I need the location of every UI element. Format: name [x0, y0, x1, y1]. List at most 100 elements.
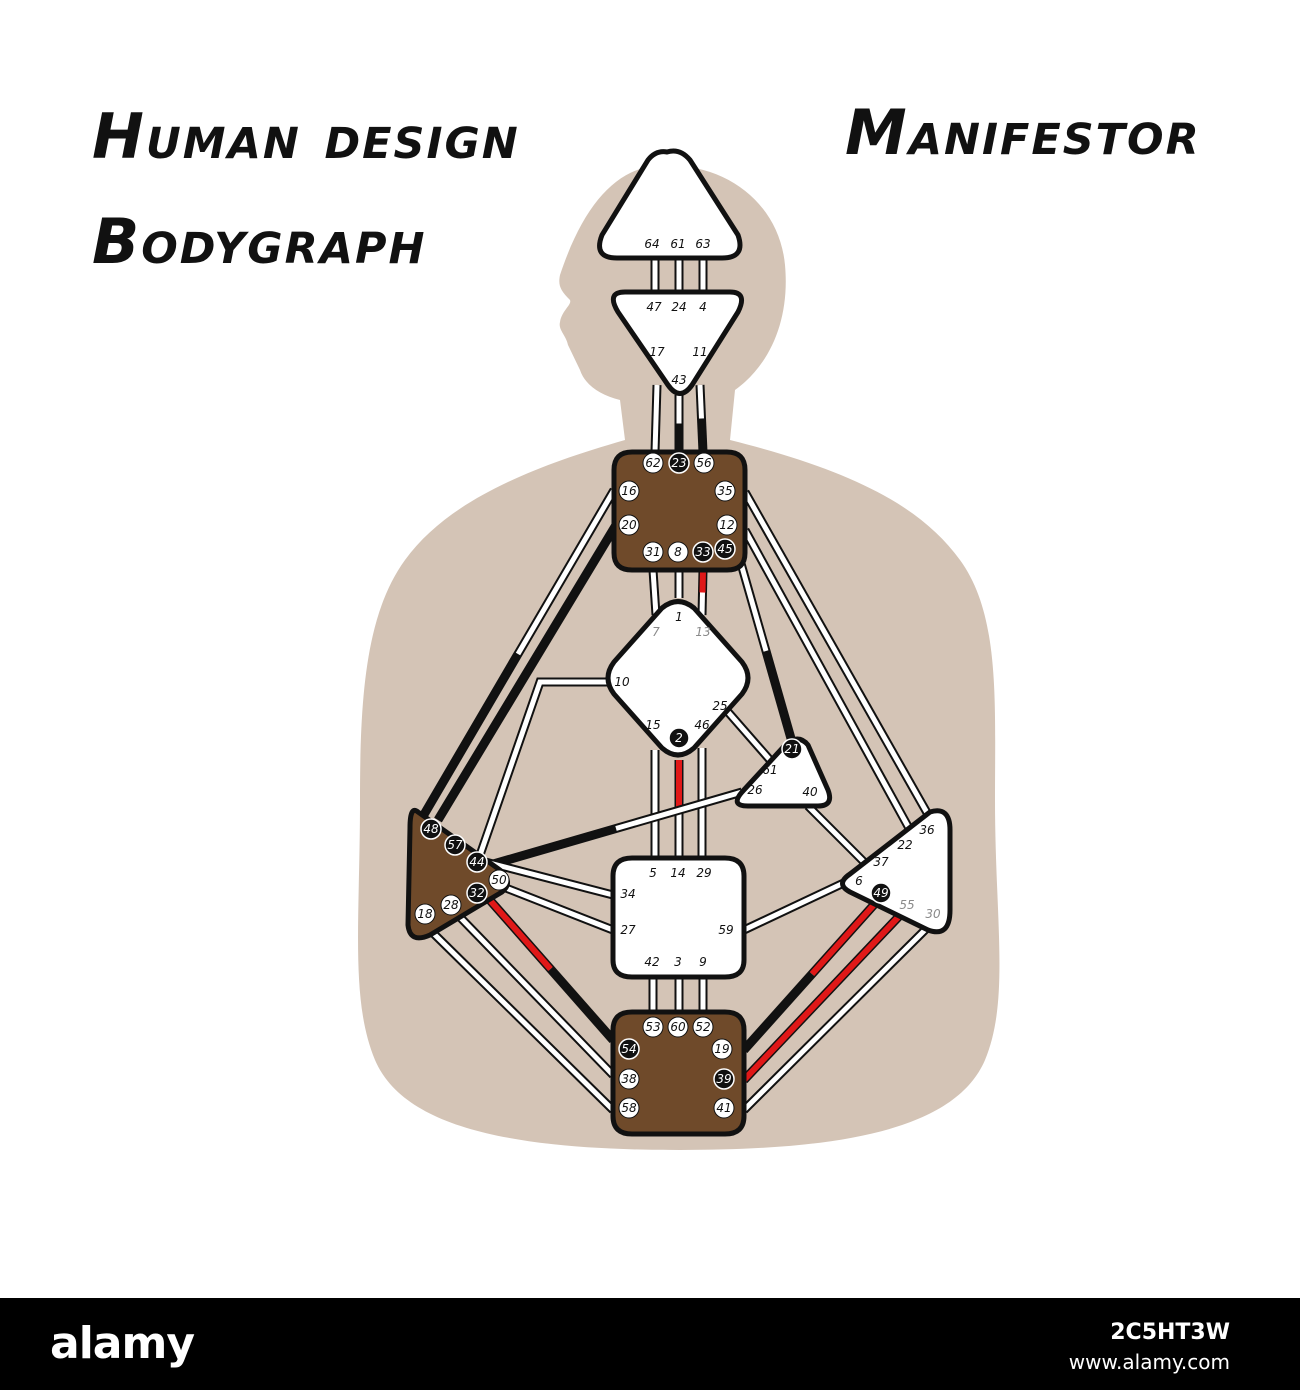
- gate-41-root: 41: [713, 1097, 735, 1119]
- gate-3-sacral: 3: [674, 955, 682, 969]
- gate-61-ego: 61: [762, 763, 777, 777]
- gate-47-ajna: 47: [646, 300, 662, 314]
- channel-28-38: [451, 908, 617, 1079]
- gate-number: 31: [645, 545, 660, 559]
- channel-20-57: [434, 522, 620, 823]
- gate-27-sacral: 27: [620, 923, 636, 937]
- title-line-2: Bodygraph: [92, 205, 427, 278]
- channel-32-54: [484, 895, 617, 1043]
- gate-29-sacral: 29: [696, 866, 711, 880]
- gate-number: 2: [675, 731, 683, 745]
- gate-number: 13: [695, 625, 710, 639]
- gate-number: 48: [423, 822, 439, 836]
- gate-53-root: 53: [642, 1016, 664, 1038]
- gate-number: 30: [925, 907, 941, 921]
- gate-60-root: 60: [667, 1016, 689, 1038]
- gate-33-throat: 33: [692, 541, 714, 563]
- gate-1-g: 1: [675, 610, 683, 624]
- gate-number: 42: [644, 955, 659, 969]
- gate-32-spleen: 32: [466, 882, 488, 904]
- gate-number: 8: [674, 545, 682, 559]
- gate-number: 17: [649, 345, 665, 359]
- gate-number: 5: [649, 866, 657, 880]
- gate-56-throat: 56: [693, 452, 715, 474]
- gate-39-root: 39: [713, 1068, 735, 1090]
- gate-6-solar: 6: [855, 874, 863, 888]
- gate-number: 23: [671, 456, 686, 470]
- channel-30-41: [740, 921, 934, 1114]
- gate-number: 63: [695, 237, 710, 251]
- footer-url[interactable]: www.alamy.com: [1068, 1350, 1230, 1374]
- gate-14-sacral: 14: [670, 866, 685, 880]
- gate-4-ajna: 4: [699, 300, 707, 314]
- gate-number: 38: [621, 1072, 637, 1086]
- gate-46-g: 46: [694, 718, 710, 732]
- gate-number: 28: [443, 898, 459, 912]
- gate-20-throat: 20: [618, 514, 640, 536]
- gate-19-root: 19: [711, 1038, 733, 1060]
- gate-number: 27: [620, 923, 636, 937]
- gate-24-ajna: 24: [671, 300, 686, 314]
- gate-9-sacral: 9: [699, 955, 707, 969]
- footer-logo[interactable]: alamy: [50, 1318, 195, 1369]
- gate-43-ajna: 43: [671, 373, 686, 387]
- gate-34-sacral: 34: [620, 887, 635, 901]
- gate-number: 9: [699, 955, 707, 969]
- gate-28-spleen: 28: [440, 894, 462, 916]
- gate-7-g: 7: [652, 625, 660, 639]
- gate-26-ego: 26: [747, 783, 763, 797]
- gate-number: 15: [645, 718, 660, 732]
- gate-number: 43: [671, 373, 686, 387]
- gate-number: 55: [899, 898, 914, 912]
- gate-number: 7: [652, 625, 660, 639]
- gate-16-throat: 16: [618, 480, 640, 502]
- channel-59-6: [742, 875, 852, 935]
- gate-number: 1: [675, 610, 683, 624]
- gate-number: 24: [671, 300, 686, 314]
- gate-number: 16: [621, 484, 637, 498]
- gate-55-solar: 55: [899, 898, 914, 912]
- gate-number: 50: [491, 873, 507, 887]
- channel-35-36: [741, 489, 934, 821]
- gate-number: 12: [719, 518, 734, 532]
- gate-58-root: 58: [618, 1097, 640, 1119]
- channel-18-58: [426, 926, 617, 1114]
- gate-23-throat: 23: [668, 452, 690, 474]
- gate-12-throat: 12: [716, 514, 738, 536]
- gate-40-ego: 40: [802, 785, 818, 799]
- gate-number: 35: [717, 484, 732, 498]
- channel-10-57: [475, 677, 610, 857]
- gate-number: 19: [714, 1042, 729, 1056]
- gate-number: 47: [646, 300, 662, 314]
- channel-33-13: [697, 569, 708, 616]
- channel-31-7: [648, 569, 661, 616]
- gate-54-root: 54: [618, 1038, 640, 1060]
- gate-number: 37: [873, 855, 889, 869]
- footer-image-id: 2C5HT3W: [1110, 1320, 1230, 1345]
- gate-25-g: 25: [712, 699, 727, 713]
- channel-17-62: [650, 384, 662, 453]
- gate-number: 21: [784, 742, 799, 756]
- gate-number: 36: [919, 823, 935, 837]
- gate-36-solar: 36: [919, 823, 935, 837]
- gate-number: 41: [716, 1101, 731, 1115]
- gate-number: 10: [614, 675, 630, 689]
- gate-number: 44: [469, 855, 484, 869]
- gate-22-solar: 22: [897, 838, 912, 852]
- gate-13-g: 13: [695, 625, 710, 639]
- gate-48-spleen: 48: [420, 818, 442, 840]
- gate-number: 11: [692, 345, 707, 359]
- gate-10-g: 10: [614, 675, 630, 689]
- gate-number: 56: [696, 456, 712, 470]
- gate-number: 46: [694, 718, 710, 732]
- gate-number: 59: [718, 923, 733, 937]
- gate-49-solar: 49: [870, 882, 892, 904]
- gate-number: 4: [699, 300, 707, 314]
- channel-55-39: [740, 906, 909, 1084]
- gate-number: 61: [670, 237, 685, 251]
- gate-63-head: 63: [695, 237, 710, 251]
- gate-number: 18: [417, 907, 433, 921]
- gate-number: 33: [695, 545, 710, 559]
- gate-number: 61: [762, 763, 777, 777]
